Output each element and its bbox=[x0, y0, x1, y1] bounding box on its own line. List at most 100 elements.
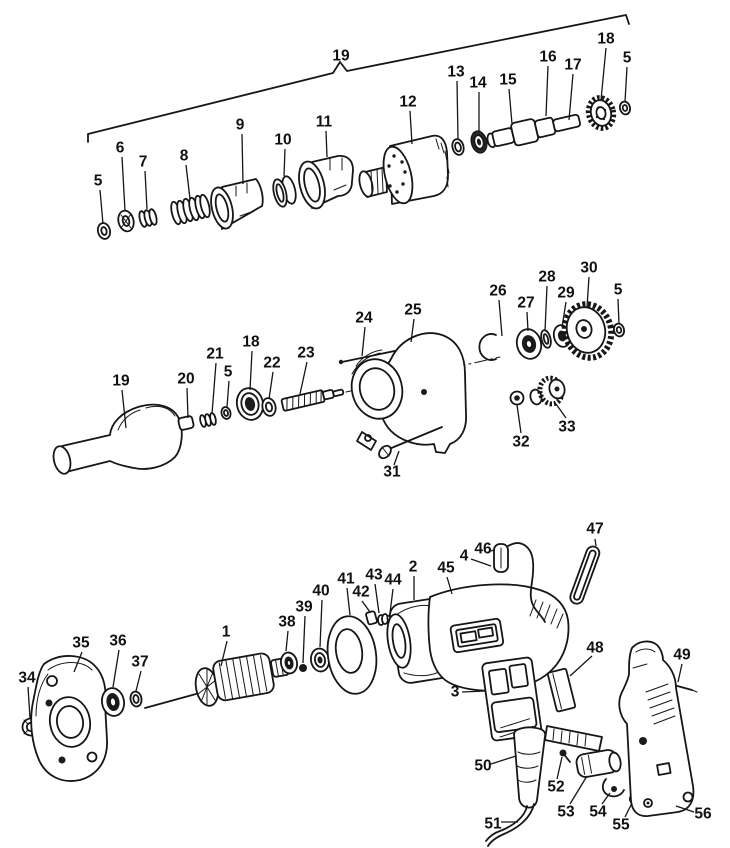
leader-line-part-25 bbox=[410, 318, 415, 343]
callout-part-19: 19 bbox=[112, 373, 130, 390]
callout-part-1: 1 bbox=[222, 624, 231, 641]
callout-part-9: 9 bbox=[236, 117, 245, 134]
callout-part-3: 3 bbox=[451, 684, 460, 701]
callout-part-54: 54 bbox=[589, 804, 607, 821]
leader-line-part-13 bbox=[456, 80, 459, 140]
callout-part-17: 17 bbox=[564, 57, 581, 74]
part-32-nut-small bbox=[509, 390, 525, 406]
part-53-trigger bbox=[575, 749, 622, 778]
leader-line-part-52 bbox=[556, 756, 563, 780]
callout-part-38: 38 bbox=[278, 614, 296, 631]
leader-line-part-5 bbox=[99, 189, 104, 225]
part-35-end-cap-housing bbox=[30, 655, 108, 782]
leader-line-part-46 bbox=[490, 549, 495, 552]
part-27-bearing bbox=[515, 328, 543, 360]
callout-part-23: 23 bbox=[297, 345, 315, 362]
callout-part-44: 44 bbox=[384, 572, 402, 589]
part-11-collet-cap bbox=[298, 155, 354, 210]
callout-part-33: 33 bbox=[558, 419, 576, 436]
callout-part-20: 20 bbox=[177, 371, 194, 388]
callout-part-13: 13 bbox=[447, 64, 465, 81]
part-18-gear-top bbox=[585, 95, 617, 131]
assembly-bracket-19: 19 bbox=[87, 14, 630, 143]
part-1-armature bbox=[144, 652, 290, 709]
leader-line-part-15 bbox=[508, 88, 513, 125]
leader-line-part-12 bbox=[409, 110, 413, 145]
part-13-oring bbox=[451, 138, 465, 156]
callout-part-53: 53 bbox=[557, 804, 575, 821]
part-38-bearing bbox=[280, 651, 298, 675]
leader-line-part-6 bbox=[121, 156, 126, 212]
leader-line-part-19 bbox=[121, 389, 127, 429]
part-26-snap-ring bbox=[478, 333, 497, 361]
callout-part-5: 5 bbox=[614, 282, 623, 299]
callout-part-11: 11 bbox=[316, 114, 333, 131]
callout-part-46: 46 bbox=[474, 541, 492, 558]
callout-part-47: 47 bbox=[586, 521, 603, 538]
callout-part-28: 28 bbox=[538, 269, 556, 286]
leader-line-part-48 bbox=[569, 655, 593, 677]
part-33-pinion-gear bbox=[529, 375, 566, 407]
leader-line-part-20 bbox=[186, 387, 189, 419]
part-47-wire-bale bbox=[569, 545, 601, 605]
callout-part-4: 4 bbox=[460, 548, 469, 565]
part-8-spring bbox=[170, 193, 211, 226]
part-56-handle-half bbox=[618, 640, 695, 817]
leader-line-part-42 bbox=[361, 600, 371, 613]
part-9-collet-sleeve bbox=[210, 178, 264, 230]
leader-line-part-5 bbox=[226, 380, 230, 408]
leader-line-part-50 bbox=[490, 755, 517, 765]
part-52-screw-small bbox=[559, 749, 571, 763]
callout-part-41: 41 bbox=[337, 571, 355, 588]
callout-part-56: 56 bbox=[694, 806, 712, 823]
part-5-nut-top-right bbox=[619, 100, 631, 116]
part-54-clip bbox=[601, 778, 625, 798]
leader-line-part-1 bbox=[220, 640, 228, 667]
leader-line-part-40 bbox=[319, 599, 323, 648]
leader-line-part-23 bbox=[299, 361, 308, 395]
callout-part-48: 48 bbox=[586, 640, 604, 657]
callout-part-5: 5 bbox=[224, 364, 233, 381]
part-23-worm-shaft bbox=[280, 388, 345, 412]
callout-part-21: 21 bbox=[206, 346, 224, 363]
leader-line-part-32 bbox=[516, 404, 522, 434]
callout-part-5: 5 bbox=[623, 50, 632, 67]
leader-line-part-38 bbox=[285, 630, 289, 652]
callout-part-26: 26 bbox=[489, 283, 507, 300]
callout-part-51: 51 bbox=[484, 816, 502, 833]
leader-line-part-37 bbox=[135, 670, 142, 692]
callout-part-18: 18 bbox=[597, 31, 615, 48]
part-25-gear-housing bbox=[350, 332, 467, 454]
leader-line-part-16 bbox=[545, 65, 549, 117]
part-45-motor-housing bbox=[427, 583, 570, 692]
part-37-washer bbox=[129, 690, 143, 708]
callout-part-45: 45 bbox=[437, 560, 455, 577]
part-5-ring-middle bbox=[220, 406, 232, 420]
leader-line-part-53 bbox=[569, 775, 588, 805]
leader-line-part-44 bbox=[389, 588, 394, 614]
leader-line-part-36 bbox=[112, 649, 120, 688]
callout-part-52: 52 bbox=[547, 779, 564, 796]
leader-line-part-9 bbox=[241, 133, 244, 185]
leader-line-part-49 bbox=[677, 663, 683, 683]
callout-part-32: 32 bbox=[512, 434, 529, 451]
bracket-label: 19 bbox=[332, 48, 350, 65]
callout-part-37: 37 bbox=[131, 654, 148, 671]
leader-line-part-43 bbox=[374, 583, 380, 614]
leader-line-part-33 bbox=[555, 403, 567, 419]
part-22-ring bbox=[261, 397, 277, 417]
leader-line-part-54 bbox=[601, 792, 611, 805]
part-36-bearing bbox=[100, 687, 126, 717]
leader-line-part-8 bbox=[185, 164, 191, 200]
part-48-brush-holder-plate bbox=[546, 667, 577, 713]
leader-line-part-26 bbox=[498, 299, 503, 337]
part-31-screw bbox=[378, 426, 443, 460]
leader-line-part-11 bbox=[325, 130, 328, 158]
callout-part-42: 42 bbox=[352, 584, 369, 601]
leader-line-part-56 bbox=[675, 805, 695, 813]
leader-line-part-45 bbox=[446, 576, 453, 595]
leader-line-part-17 bbox=[568, 73, 574, 121]
leader-line-part-28 bbox=[544, 285, 548, 332]
callout-part-18: 18 bbox=[242, 334, 260, 351]
